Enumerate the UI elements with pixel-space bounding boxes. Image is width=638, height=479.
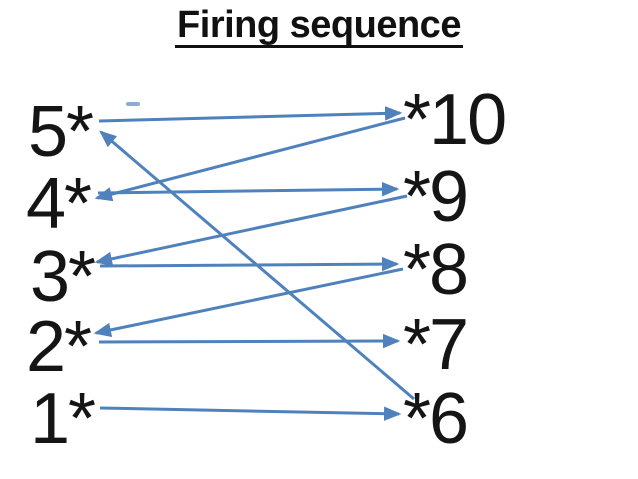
right-node-label-6: *6 — [403, 379, 469, 459]
right-node-label-8: *8 — [403, 230, 469, 310]
arrow-9-to-3 — [94, 194, 408, 266]
left-node-label-5: 5* — [28, 92, 94, 172]
right-node-label-7: *7 — [403, 305, 469, 385]
stray-mark — [126, 102, 140, 106]
left-node-label-2: 2* — [26, 307, 92, 387]
left-node-label-3: 3* — [30, 237, 96, 317]
arrow-2-to-7 — [98, 333, 401, 349]
right-node-label-9: *9 — [403, 157, 469, 237]
left-node-label-4: 4* — [26, 164, 92, 244]
arrow-1-to-6 — [99, 406, 402, 421]
arrow-10-to-4 — [94, 116, 406, 202]
arrow-8-to-2 — [93, 267, 404, 337]
arrow-4-to-9 — [97, 182, 400, 197]
page-title-text: Firing sequence — [175, 4, 463, 48]
arrow-3-to-8 — [99, 256, 400, 272]
page-title: Firing sequence — [0, 6, 638, 48]
arrow-6-to-5 — [99, 130, 415, 401]
arrow-5-to-10 — [98, 106, 403, 123]
right-node-label-10: *10 — [403, 80, 507, 160]
left-node-label-1: 1* — [30, 379, 96, 459]
